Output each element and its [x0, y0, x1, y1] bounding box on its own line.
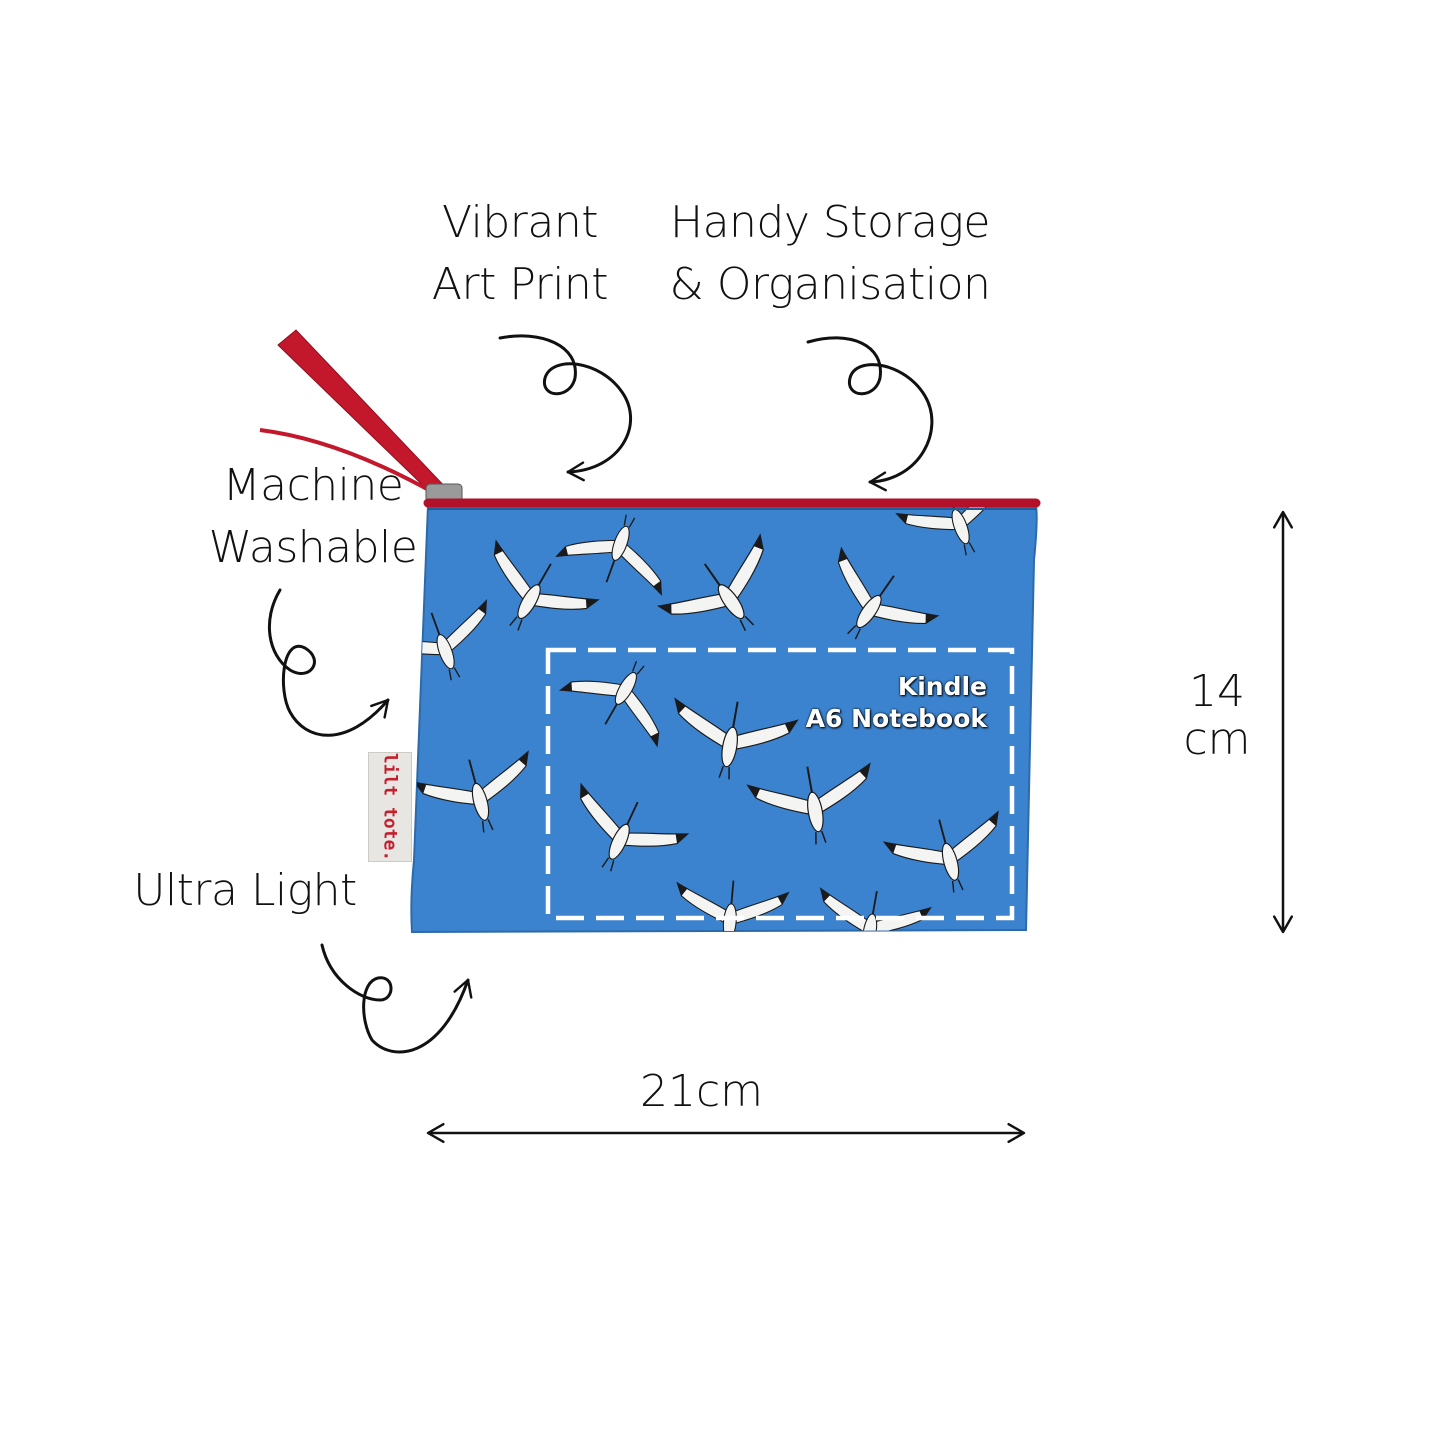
arrow-ultra	[320, 943, 473, 1054]
width-dimension-label: 21cm	[640, 1066, 764, 1117]
arrow-machine	[267, 588, 390, 737]
arrow-handy	[806, 336, 934, 492]
brand-tag: lilt tote.	[368, 752, 412, 862]
pocket-label-kindle: Kindle	[897, 672, 987, 701]
callout-ultra-light: Ultra Light	[133, 865, 357, 916]
zipper-pull	[259, 329, 463, 503]
arrow-vibrant	[498, 334, 633, 482]
pocket-outline	[545, 647, 1015, 921]
callout-handy-storage: Handy Storage& Organisation	[669, 197, 991, 310]
pouch	[410, 498, 1041, 934]
pocket-label-notebook: A6 Notebook	[805, 704, 987, 733]
